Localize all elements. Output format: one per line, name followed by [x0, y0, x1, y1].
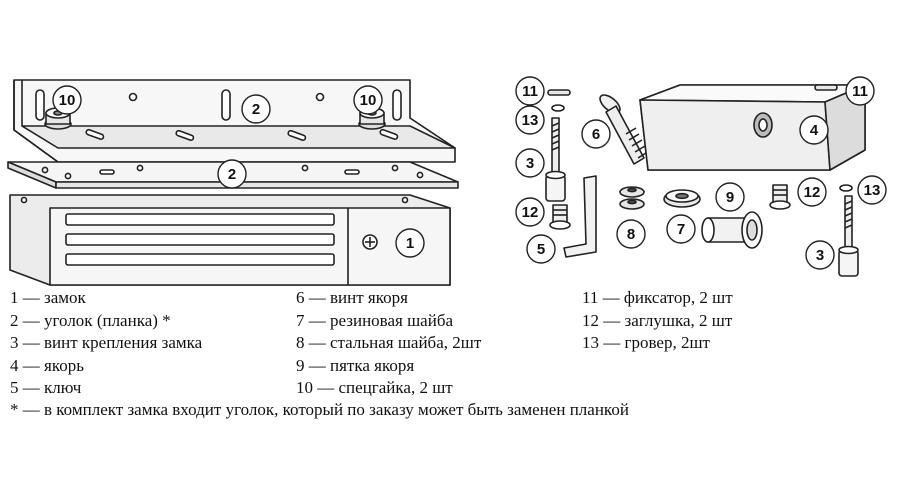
lock-screw-right — [838, 195, 859, 277]
legend-item: 13 — гровер, 2шт — [582, 333, 710, 352]
callout-6: 6 — [581, 119, 611, 149]
svg-text:13: 13 — [864, 182, 881, 199]
hex-key — [563, 175, 597, 258]
callout-2-top: 2 — [241, 94, 271, 124]
callout-1: 1 — [395, 228, 425, 258]
grover-washer-left — [551, 104, 565, 112]
legend-item: 3 — винт крепления замка — [10, 333, 203, 352]
svg-text:1: 1 — [406, 235, 414, 252]
svg-text:3: 3 — [526, 155, 534, 172]
callout-13-left: 13 — [515, 105, 545, 135]
svg-text:12: 12 — [522, 204, 539, 221]
svg-text:4: 4 — [810, 122, 819, 139]
armature-screw — [599, 94, 647, 165]
grover-washer-right — [839, 184, 853, 192]
svg-text:10: 10 — [59, 92, 76, 109]
legend-item: 12 — заглушка, 2 шт — [582, 310, 733, 330]
callout-10-left: 10 — [52, 85, 82, 115]
callout-2-plate: 2 — [217, 159, 247, 189]
armature — [639, 84, 866, 171]
fixing-pin-right — [814, 84, 838, 91]
legend-item: 11 — фиксатор, 2 шт — [582, 288, 733, 307]
plug-right — [769, 184, 791, 210]
legend-column-1: 1 — замок 2 — уголок (планка) * 3 — винт… — [10, 287, 202, 400]
legend-item: 4 — якорь — [10, 355, 84, 375]
svg-text:8: 8 — [627, 226, 635, 243]
legend-column-3: 11 — фиксатор, 2 шт 12 — заглушка, 2 шт … — [582, 287, 733, 355]
svg-text:11: 11 — [852, 83, 868, 100]
callout-4: 4 — [799, 115, 829, 145]
callout-3-right: 3 — [805, 240, 835, 270]
callout-9: 9 — [715, 182, 745, 212]
callout-11-right: 11 — [845, 76, 875, 106]
angle-bracket — [13, 79, 456, 163]
footnote: * — в комплект замка входит уголок, кото… — [10, 400, 629, 419]
callout-8: 8 — [616, 219, 646, 249]
legend-item: 1 — замок — [10, 288, 86, 307]
svg-text:2: 2 — [252, 101, 260, 118]
magnetic-lock — [9, 194, 451, 286]
callout-13-right: 13 — [857, 175, 887, 205]
callout-3-left: 3 — [515, 148, 545, 178]
callout-11-left: 11 — [515, 76, 545, 106]
svg-text:5: 5 — [537, 241, 545, 258]
rubber-washer — [663, 189, 701, 208]
callout-10-right: 10 — [353, 85, 383, 115]
svg-text:11: 11 — [522, 83, 538, 100]
exploded-diagram: 10 2 10 2 1 11 13 6 4 11 3 12 5 8 7 9 12… — [7, 76, 887, 286]
legend-item: 5 — ключ — [10, 378, 82, 397]
svg-text:9: 9 — [726, 189, 734, 206]
svg-text:2: 2 — [228, 166, 236, 183]
legend-item: 6 — винт якоря — [296, 288, 408, 307]
legend-item: 2 — уголок (планка) * — [10, 310, 171, 330]
svg-text:3: 3 — [816, 247, 824, 264]
fixing-pin-left — [547, 89, 571, 96]
legend-column-2: 6 — винт якоря 7 — резиновая шайба 8 — с… — [296, 287, 481, 400]
callout-5: 5 — [526, 234, 556, 264]
plug-left — [549, 204, 571, 230]
svg-text:12: 12 — [804, 184, 821, 201]
callout-12-right: 12 — [797, 177, 827, 207]
legend-item: 10 — спецгайка, 2 шт — [296, 378, 453, 397]
legend-item: 9 — пятка якоря — [296, 355, 415, 375]
legend-item: 8 — стальная шайба, 2шт — [296, 333, 482, 352]
callout-12-left: 12 — [515, 197, 545, 227]
callout-7: 7 — [666, 214, 696, 244]
armature-heel — [701, 211, 763, 249]
steel-washers — [619, 186, 645, 210]
legend-item: 7 — резиновая шайба — [296, 310, 454, 330]
svg-text:7: 7 — [677, 221, 685, 238]
svg-text:6: 6 — [592, 126, 600, 143]
svg-text:13: 13 — [522, 112, 539, 129]
svg-text:10: 10 — [360, 92, 377, 109]
lock-screw-left — [545, 117, 566, 202]
